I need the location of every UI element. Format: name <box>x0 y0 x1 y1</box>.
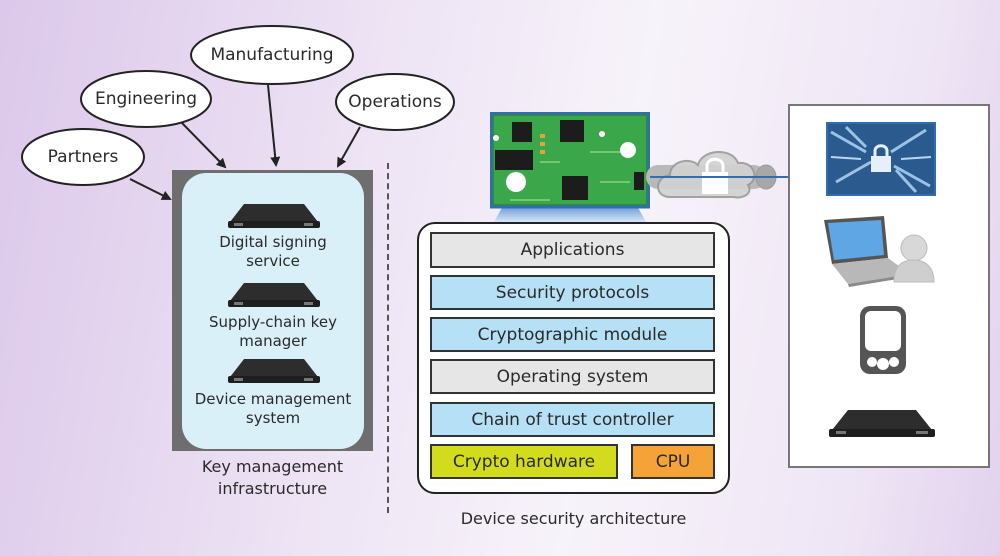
hw-crypto-hardware: Crypto hardware <box>430 444 618 479</box>
layer-chain-of-trust-controller: Chain of trust controller <box>430 402 715 437</box>
stakeholder-engineering: Engineering <box>95 89 197 109</box>
arrow-operations <box>337 126 361 168</box>
arrow-manufacturing <box>267 84 281 167</box>
stakeholder-partners: Partners <box>47 147 119 167</box>
server-icon <box>228 359 320 383</box>
layer-operating-system: Operating system <box>430 359 715 394</box>
layer-cryptographic-module: Cryptographic module <box>430 317 715 352</box>
ellipse-engineering <box>80 70 212 128</box>
dsa-caption: Device security architecture <box>460 509 687 528</box>
arrow-partners <box>129 178 172 200</box>
service-device-management-system: Device management system <box>194 390 352 427</box>
section-divider <box>387 163 389 513</box>
server-icon <box>228 204 320 228</box>
laptop-user-icon <box>824 216 935 287</box>
service-digital-signing: Digital signing service <box>219 233 327 270</box>
arrow-engineering <box>181 122 227 169</box>
stakeholder-operations: Operations <box>348 92 442 112</box>
hw-cpu: CPU <box>631 444 715 479</box>
circuit-board-image <box>490 112 650 222</box>
ellipse-manufacturing <box>190 25 354 85</box>
layer-applications: Applications <box>430 232 715 268</box>
server-appliance-icon <box>829 410 935 437</box>
ellipse-partners <box>21 128 145 186</box>
secure-cloud-tunnel-icon <box>646 151 790 199</box>
layer-security-protocols: Security protocols <box>430 275 715 310</box>
server-icon <box>228 283 320 307</box>
smartphone-icon <box>860 306 906 374</box>
kmi-caption: Key management infrastructure <box>201 457 344 498</box>
stakeholder-manufacturing: Manufacturing <box>210 45 334 65</box>
locked-circuit-image <box>826 122 936 196</box>
ellipse-operations <box>335 73 455 131</box>
service-supply-chain-key-manager: Supply-chain key manager <box>209 313 337 350</box>
